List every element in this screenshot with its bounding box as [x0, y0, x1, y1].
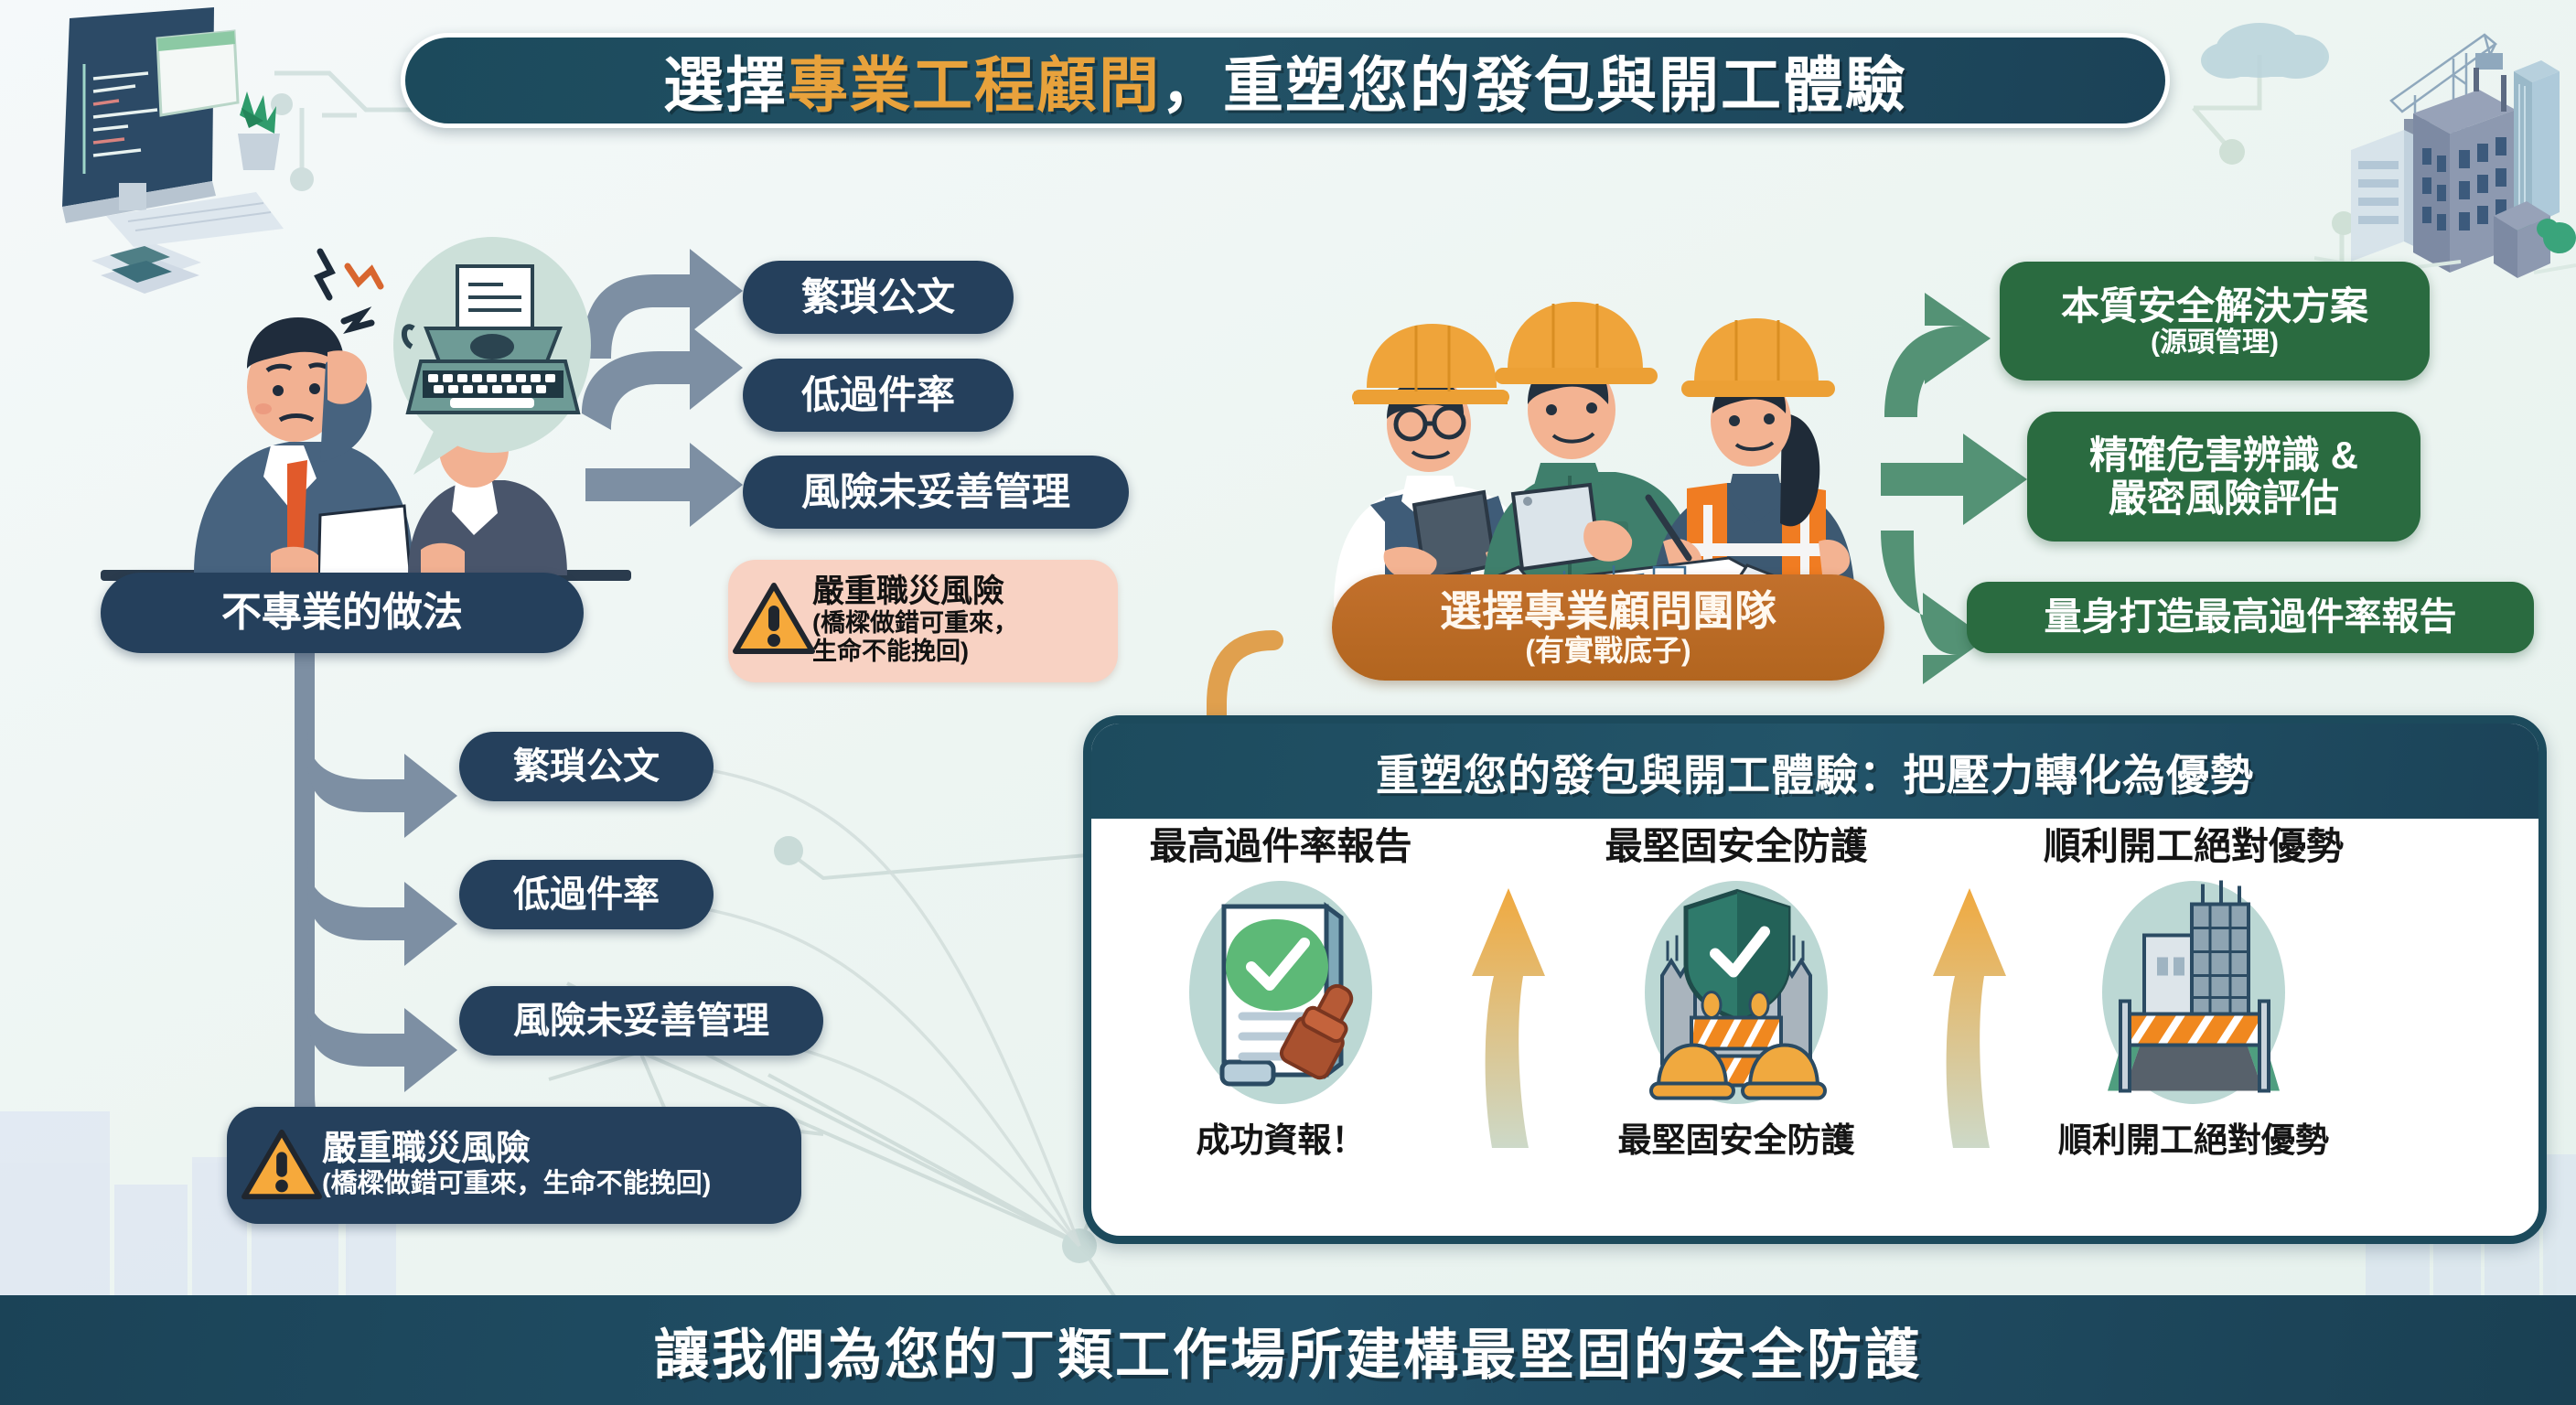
- title-highlight: 專業工程顧問: [788, 51, 1161, 119]
- warning-sub-1: (橋樑做錯可重來，: [812, 608, 1018, 637]
- pill-label: 繁瑣公文: [800, 274, 955, 318]
- construction-site-road-icon: [2098, 878, 2290, 1107]
- paper-stack-icon: [91, 242, 201, 294]
- three-engineers-blueprint-illustration: [1334, 302, 1855, 615]
- main-title-banner: 選擇專業工程顧問，重塑您的發包與開工體驗: [401, 33, 2170, 128]
- warning-bottom-text: 嚴重職災風險 (橋樑做錯可重來，生命不能挽回): [322, 1129, 712, 1200]
- isometric-city-crane-illustration: [2314, 33, 2576, 278]
- pill-label: 風險未妥善管理: [513, 1001, 769, 1041]
- up-arrow-2: [1933, 888, 2006, 1148]
- stressed-man-figure: [194, 317, 413, 594]
- left-root-label: 不專業的做法: [221, 589, 463, 635]
- green-box-title: 精確危害辨識 &: [2088, 433, 2358, 477]
- warning-top-text: 嚴重職災風險 (橋樑做錯可重來， 生命不能挽回): [812, 573, 1018, 667]
- bush-decoration: [2537, 219, 2576, 253]
- up-arrow-1: [1472, 888, 1545, 1148]
- benefit-heading: 順利開工絕對優勢: [2044, 825, 2344, 867]
- benefit-heading: 最堅固安全防護: [1605, 825, 1868, 867]
- title-suffix: ，重塑您的發包與開工體驗: [1161, 51, 1907, 119]
- right-green-box-1: 本質安全解決方案 (源頭管理): [2000, 262, 2430, 381]
- left-bottom-pill-1: 繁瑣公文: [459, 732, 714, 801]
- left-top-pill-2: 低過件率: [743, 359, 1014, 432]
- benefit-footer: 順利開工絕對優勢: [2058, 1121, 2329, 1160]
- pill-label: 風險未妥善管理: [800, 469, 1070, 513]
- shield-barrier-helmet-icon: [1640, 878, 1832, 1107]
- stressed-office-workers-illustration: [91, 237, 631, 594]
- warning-chip-top: 嚴重職災風險 (橋樑做錯可重來， 生命不能挽回): [728, 560, 1118, 682]
- benefit-heading: 最高過件率報告: [1149, 825, 1412, 867]
- right-green-box-3: 量身打造最高過件率報告: [1967, 582, 2534, 653]
- benefits-panel-body: 最高過件率報告: [1091, 819, 2538, 1236]
- benefit-footer: 最堅固安全防護: [1617, 1121, 1855, 1160]
- title-prefix: 選擇: [663, 51, 788, 119]
- footer-text: 讓我們為您的丁類工作場所建構最堅固的安全防護: [654, 1324, 1922, 1386]
- green-box-sub-line: 嚴密風險評估: [2108, 477, 2339, 520]
- warning-sub-1: (橋樑做錯可重來，生命不能挽回): [322, 1168, 712, 1198]
- stress-marks-icon: [314, 248, 375, 335]
- left-bottom-pill-3: 風險未妥善管理: [459, 986, 823, 1056]
- plant-icon: [238, 91, 280, 170]
- benefit-column-2: 最堅固安全防護: [1567, 825, 1905, 1162]
- footer-bar: 讓我們為您的丁類工作場所建構最堅固的安全防護: [0, 1295, 2576, 1405]
- right-green-box-2: 精確危害辨識 & 嚴密風險評估: [2027, 412, 2420, 542]
- green-box-sub: (源頭管理): [2151, 327, 2279, 358]
- benefit-column-1: 最高過件率報告: [1111, 825, 1450, 1162]
- benefits-panel: 重塑您的發包與開工體驗：把壓力轉化為優勢 最高過件率報告: [1083, 715, 2547, 1244]
- warning-title: 嚴重職災風險: [812, 573, 1005, 609]
- left-bottom-pill-2: 低過件率: [459, 860, 714, 929]
- warning-triangle-icon: [242, 1129, 322, 1200]
- isometric-desktop-illustration: [62, 7, 284, 247]
- left-top-pill-1: 繁瑣公文: [743, 261, 1014, 334]
- approved-document-stamp-icon: [1185, 878, 1377, 1107]
- warning-chip-bottom: 嚴重職災風險 (橋樑做錯可重來，生命不能挽回): [227, 1107, 801, 1224]
- green-box-title: 量身打造最高過件率報告: [2044, 595, 2457, 638]
- warning-triangle-icon: [733, 583, 815, 654]
- right-root-orange-box: 選擇專業顧問團隊 (有實戰底子): [1332, 574, 1884, 681]
- warning-sub-2: 生命不能挽回): [812, 638, 969, 666]
- warning-title: 嚴重職災風險: [322, 1129, 531, 1168]
- benefit-column-3: 順利開工絕對優勢: [2024, 825, 2363, 1162]
- orange-box-title: 選擇專業顧問團隊: [1440, 587, 1776, 636]
- cloud-icon: [2201, 23, 2329, 79]
- benefits-panel-header: 重塑您的發包與開工體驗：把壓力轉化為優勢: [1091, 724, 2538, 819]
- benefit-footer: 成功資報！: [1196, 1121, 1366, 1160]
- pill-label: 低過件率: [513, 874, 660, 915]
- green-box-title: 本質安全解決方案: [2060, 284, 2368, 327]
- pill-label: 低過件率: [800, 372, 955, 416]
- typewriter-document-icon: [393, 237, 591, 475]
- pill-label: 繁瑣公文: [513, 746, 660, 787]
- left-root-pill: 不專業的做法: [101, 573, 584, 653]
- left-top-pill-3: 風險未妥善管理: [743, 456, 1129, 529]
- page-title: 選擇專業工程顧問，重塑您的發包與開工體驗: [663, 37, 1907, 124]
- benefits-header-text: 重塑您的發包與開工體驗：把壓力轉化為優勢: [1376, 750, 2254, 799]
- orange-box-sub: (有實戰底子): [1525, 633, 1691, 667]
